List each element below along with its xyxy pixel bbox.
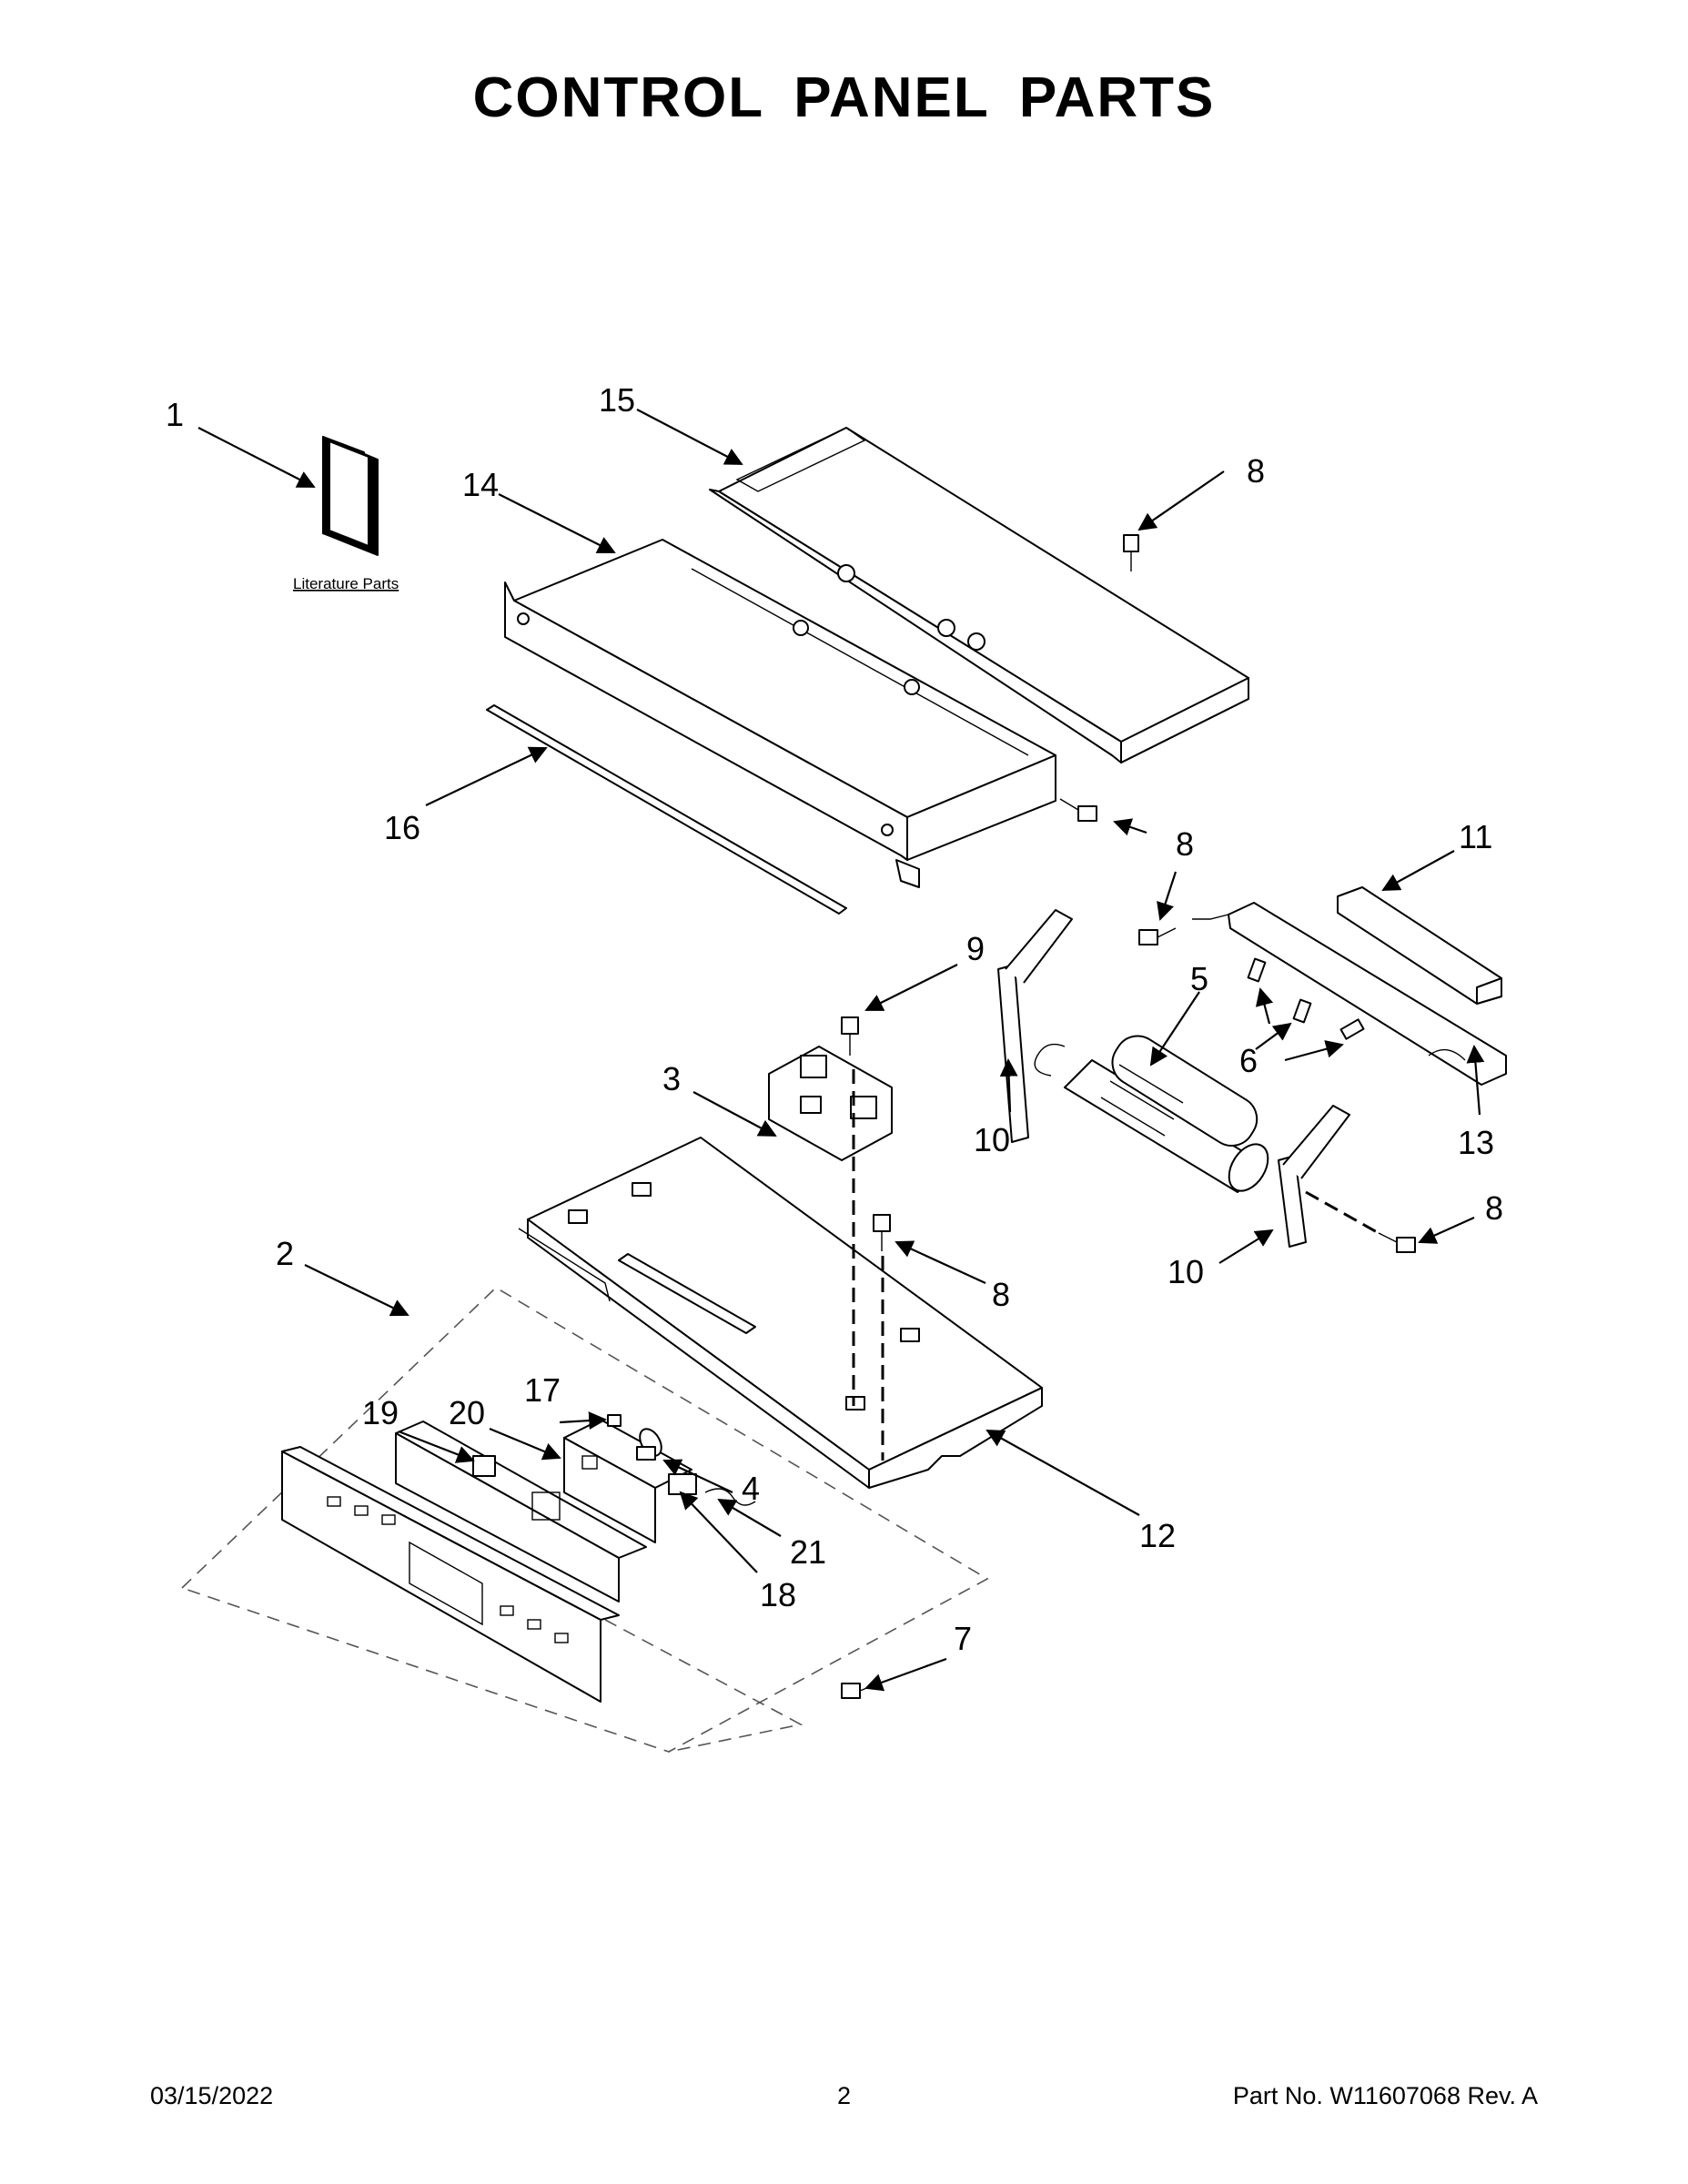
knob-part xyxy=(636,1428,662,1461)
callout-4: 4 xyxy=(742,1470,760,1507)
keypad-connector-part xyxy=(668,1473,697,1495)
small-components-part xyxy=(1247,957,1365,1040)
top-cover-part xyxy=(709,427,1249,763)
callout-11: 11 xyxy=(1459,818,1492,855)
callout-14: 14 xyxy=(462,466,499,503)
callout-18: 18 xyxy=(760,1576,796,1613)
callout-7: 7 xyxy=(954,1620,972,1657)
footer-page-number: 2 xyxy=(836,2082,852,2109)
relay-board-part xyxy=(768,1046,893,1161)
switch-part xyxy=(607,1414,622,1427)
footer-date: 03/15/2022 xyxy=(150,2082,274,2109)
mounting-plate-part xyxy=(518,1137,1043,1489)
footer-part-number: Part No. W11607068 Rev. A xyxy=(1232,2082,1538,2109)
console-assembly-part xyxy=(180,1287,989,1753)
callout-20: 20 xyxy=(449,1394,485,1431)
callout-9: 9 xyxy=(966,930,985,967)
callout-5: 5 xyxy=(1190,960,1208,997)
screw-icon-right-bracket xyxy=(1378,1232,1416,1253)
screw-icon-housing xyxy=(1059,798,1097,822)
leader-arrows xyxy=(197,409,1485,1692)
callout-16: 16 xyxy=(384,809,420,846)
callout-1: 1 xyxy=(166,396,184,433)
callout-19: 19 xyxy=(362,1394,399,1431)
screw-icon-top xyxy=(1123,534,1139,571)
insulation-strip-part xyxy=(1337,886,1502,1005)
callout-12: 12 xyxy=(1139,1517,1176,1554)
screw-icon-bracket xyxy=(1138,927,1177,945)
mounting-bracket-part xyxy=(1192,902,1507,1086)
wire-harness-part xyxy=(704,1488,756,1506)
screw-icon-relay xyxy=(841,1016,859,1056)
callout-13: 13 xyxy=(1458,1124,1494,1161)
callout-8-top: 8 xyxy=(1247,452,1265,490)
fan-bracket-left-part xyxy=(997,909,1073,1143)
callout-21: 21 xyxy=(790,1533,826,1571)
alignment-line-right-bracket xyxy=(1305,1190,1380,1235)
callout-17: 17 xyxy=(524,1371,561,1409)
front-glass-panel-part xyxy=(281,1446,620,1703)
callout-8-plate: 8 xyxy=(992,1276,1010,1313)
fan-bracket-right-part xyxy=(1278,1105,1350,1248)
literature-booklet-part xyxy=(322,436,379,556)
control-housing-part xyxy=(504,539,1056,888)
page-title: CONTROL PANEL PARTS xyxy=(472,66,1216,129)
screw-icon-plate xyxy=(873,1214,891,1251)
callout-10-left: 10 xyxy=(974,1121,1010,1158)
callout-2: 2 xyxy=(276,1235,294,1272)
literature-parts-label: Literature Parts xyxy=(293,575,399,592)
callout-8-housing: 8 xyxy=(1176,825,1194,863)
callout-10-right: 10 xyxy=(1167,1253,1204,1290)
callout-3: 3 xyxy=(662,1060,681,1097)
callout-15: 15 xyxy=(599,381,635,419)
callout-6: 6 xyxy=(1239,1042,1258,1079)
callout-8-right: 8 xyxy=(1485,1189,1503,1227)
gasket-strip-part xyxy=(486,704,847,915)
blower-fan-part xyxy=(1034,1035,1269,1193)
